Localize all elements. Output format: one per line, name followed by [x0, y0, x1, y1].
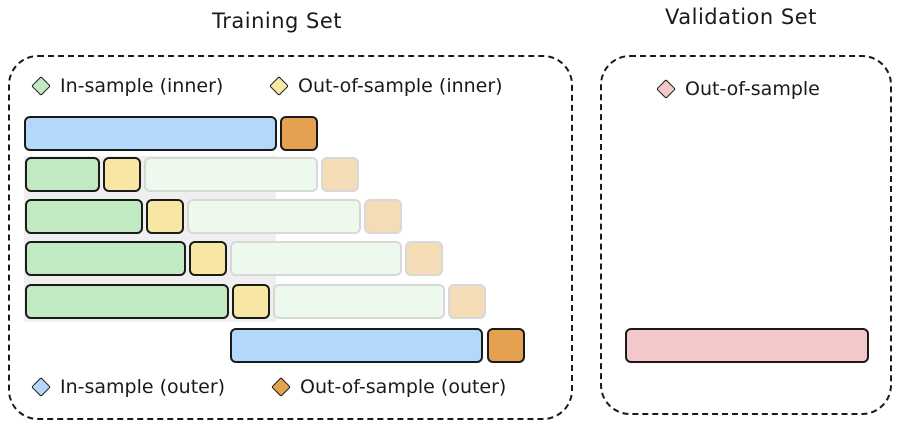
- inner-out-of-sample-bar-3: [189, 241, 227, 276]
- validation-out-of-sample-bar: [625, 328, 869, 363]
- inner-remaining-bar-3: [230, 241, 402, 276]
- inner-out-of-sample-bar-4: [232, 284, 270, 319]
- validation-set-panel: [600, 55, 892, 415]
- inner-out-of-sample-bar-2: [146, 199, 184, 234]
- legend-validation-out-of-sample: Out-of-sample: [655, 78, 820, 100]
- legend-in-sample-inner: In-sample (inner): [30, 75, 223, 97]
- legend-out-of-sample-outer: Out-of-sample (outer): [270, 376, 506, 398]
- legend-in-sample-outer: In-sample (outer): [30, 376, 225, 398]
- green-diamond-icon: [31, 76, 51, 96]
- legend-out-of-sample-outer-label: Out-of-sample (outer): [300, 376, 507, 398]
- inner-remaining-bar-2: [187, 199, 361, 234]
- yellow-diamond-icon: [269, 76, 289, 96]
- orange-diamond-icon: [271, 377, 291, 397]
- legend-in-sample-outer-label: In-sample (outer): [60, 376, 226, 398]
- legend-in-sample-inner-label: In-sample (inner): [60, 75, 224, 97]
- inner-remaining-bar-4: [273, 284, 445, 319]
- inner-out-of-sample-bar-1: [103, 157, 141, 192]
- legend-out-of-sample-inner-label: Out-of-sample (inner): [298, 75, 503, 97]
- validation-set-title: Validation Set: [665, 5, 817, 29]
- pink-diamond-icon: [656, 79, 676, 99]
- outer-out-of-sample-bar-bottom: [487, 328, 525, 363]
- legend-out-of-sample-inner: Out-of-sample (inner): [268, 75, 503, 97]
- inner-in-sample-bar-3: [25, 241, 186, 276]
- inner-outer-test-faint-1: [321, 157, 359, 192]
- outer-in-sample-bar-top: [24, 116, 277, 151]
- inner-outer-test-faint-2: [364, 199, 402, 234]
- blue-diamond-icon: [31, 377, 51, 397]
- inner-remaining-bar-1: [144, 157, 318, 192]
- inner-in-sample-bar-1: [25, 157, 100, 192]
- legend-validation-out-of-sample-label: Out-of-sample: [685, 78, 820, 100]
- inner-outer-test-faint-4: [448, 284, 486, 319]
- inner-in-sample-bar-4: [25, 284, 229, 319]
- outer-in-sample-bar-bottom: [230, 328, 483, 363]
- training-set-title: Training Set: [212, 9, 343, 33]
- outer-out-of-sample-bar-top: [280, 116, 318, 151]
- training-set-panel: [8, 55, 573, 420]
- inner-outer-test-faint-3: [405, 241, 443, 276]
- inner-in-sample-bar-2: [25, 199, 143, 234]
